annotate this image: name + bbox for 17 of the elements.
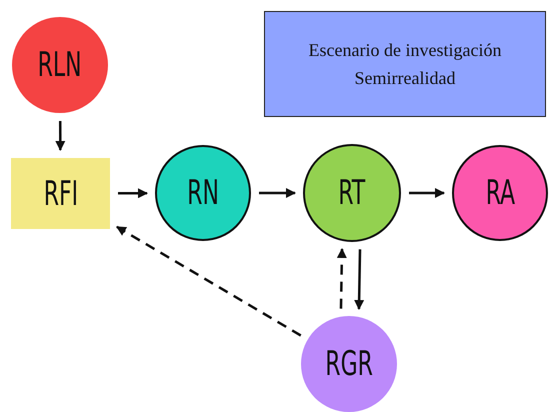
heading-text: Semirrealidad: [354, 67, 456, 90]
node-label: RA: [485, 173, 515, 213]
arrow: [118, 188, 148, 198]
arrow: [259, 188, 296, 198]
arrow: [354, 249, 364, 310]
node-label: RGR: [325, 344, 373, 384]
node-label: RFI: [43, 174, 78, 214]
node-label: RT: [338, 173, 366, 213]
arrow: [336, 248, 347, 309]
arrow: [55, 121, 66, 151]
rect-node: [11, 158, 110, 229]
rect-node: [264, 11, 546, 117]
node-label: RLN: [38, 45, 82, 85]
node-label: RN: [187, 173, 219, 213]
arrow: [409, 188, 445, 198]
arrow: [116, 226, 302, 337]
heading-text: Escenario de investigación: [308, 39, 502, 62]
